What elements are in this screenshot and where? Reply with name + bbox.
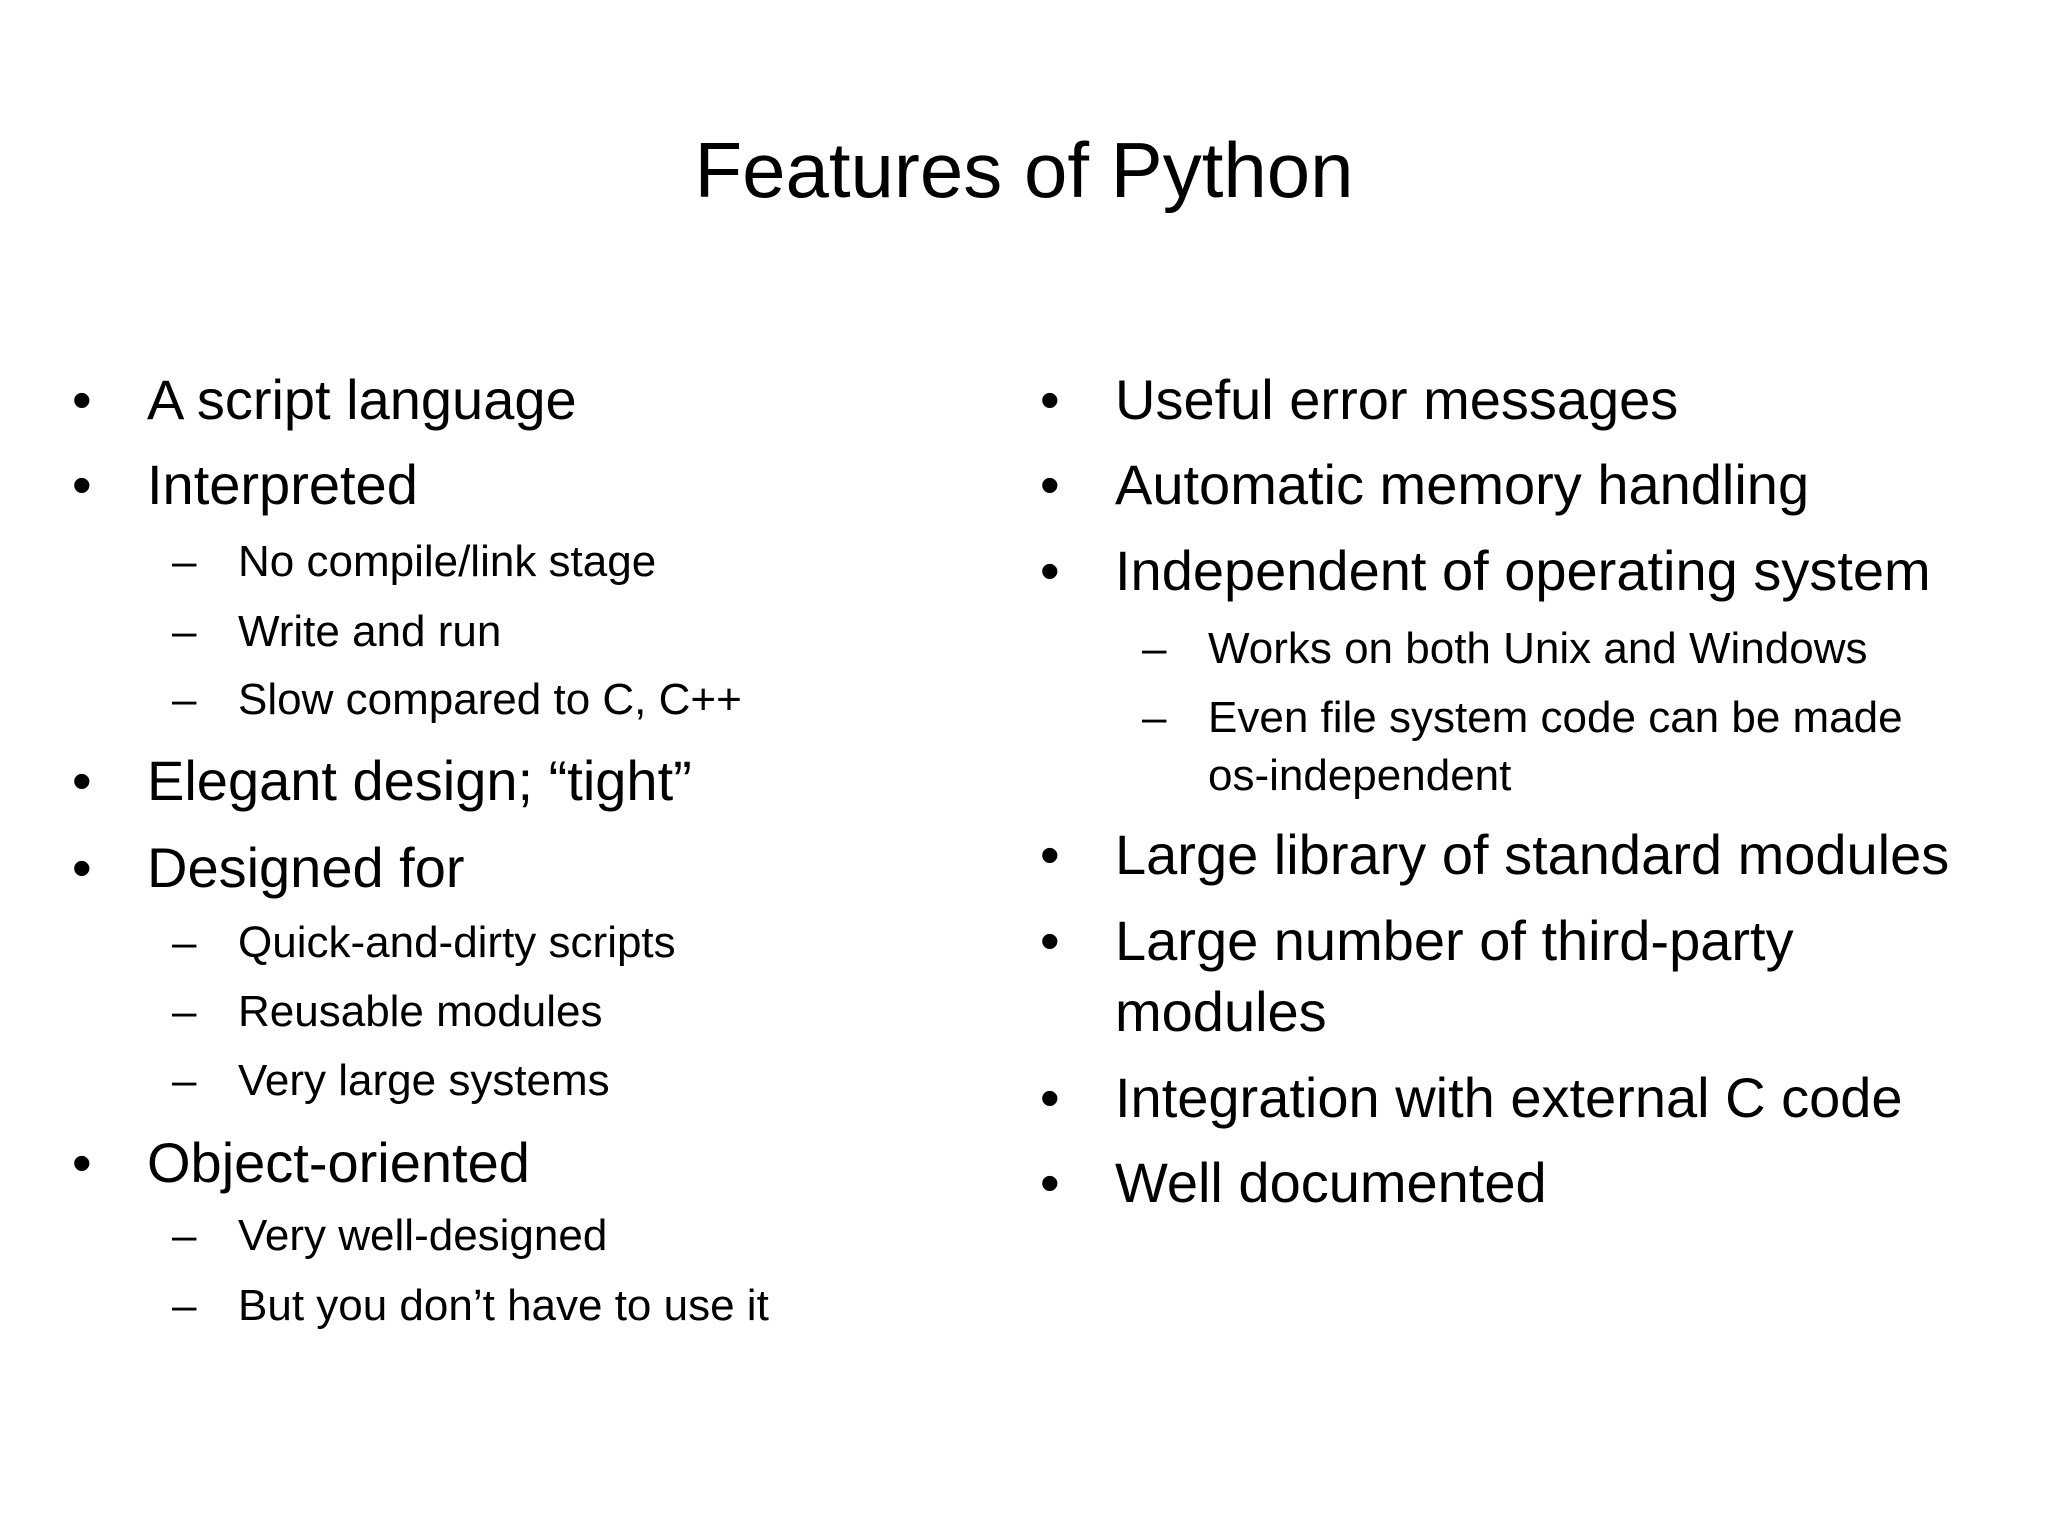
bullet-text: But you don’t have to use it [238,1281,769,1330]
dash-icon: – [1142,693,1167,742]
dash-icon: – [172,537,197,586]
dash-icon: – [172,1056,197,1105]
bullet-icon: • [72,749,92,812]
slide-title: Features of Python [694,126,1354,214]
bullet-text: Automatic memory handling [1115,453,1810,516]
bullet-icon: • [1040,909,1060,972]
bullet-text: Even file system code can be made [1208,693,1903,742]
bullet-text: Reusable modules [238,987,603,1036]
bullet-text: Large library of standard modules [1115,823,1950,886]
dash-icon: – [1142,624,1167,673]
bullet-text: Very large systems [238,1056,610,1105]
bullet-text: Object-oriented [147,1131,530,1194]
bullet-text: Slow compared to C, C++ [238,675,742,724]
bullet-text: Quick-and-dirty scripts [238,918,676,967]
bullet-icon: • [1040,1066,1060,1129]
bullet-icon: • [1040,453,1060,516]
bullet-text: modules [1115,980,1327,1043]
dash-icon: – [172,1281,197,1330]
dash-icon: – [172,675,197,724]
bullet-icon: • [1040,823,1060,886]
bullet-text: os-independent [1208,751,1512,800]
bullet-text: Large number of third-party [1115,909,1794,972]
bullet-text: Very well-designed [238,1211,608,1260]
bullet-text: No compile/link stage [238,537,657,586]
bullet-icon: • [72,1131,92,1194]
bullet-text: Independent of operating system [1115,539,1931,602]
dash-icon: – [172,987,197,1036]
bullet-text: Works on both Unix and Windows [1208,624,1868,673]
bullet-icon: • [72,836,92,899]
bullet-icon: • [72,368,92,431]
bullet-icon: • [1040,539,1060,602]
bullet-text: Useful error messages [1115,368,1679,431]
bullet-icon: • [1040,368,1060,431]
dash-icon: – [172,918,197,967]
bullet-text: Well documented [1115,1151,1547,1214]
bullet-icon: • [72,453,92,516]
dash-icon: – [172,607,197,656]
bullet-text: Write and run [238,607,502,656]
dash-icon: – [172,1211,197,1260]
bullet-text: Designed for [147,836,465,899]
bullet-text: A script language [147,368,577,431]
bullet-text: Elegant design; “tight” [147,749,692,812]
bullet-text: Interpreted [147,453,418,516]
bullet-icon: • [1040,1151,1060,1214]
bullet-text: Integration with external C code [1115,1066,1903,1129]
